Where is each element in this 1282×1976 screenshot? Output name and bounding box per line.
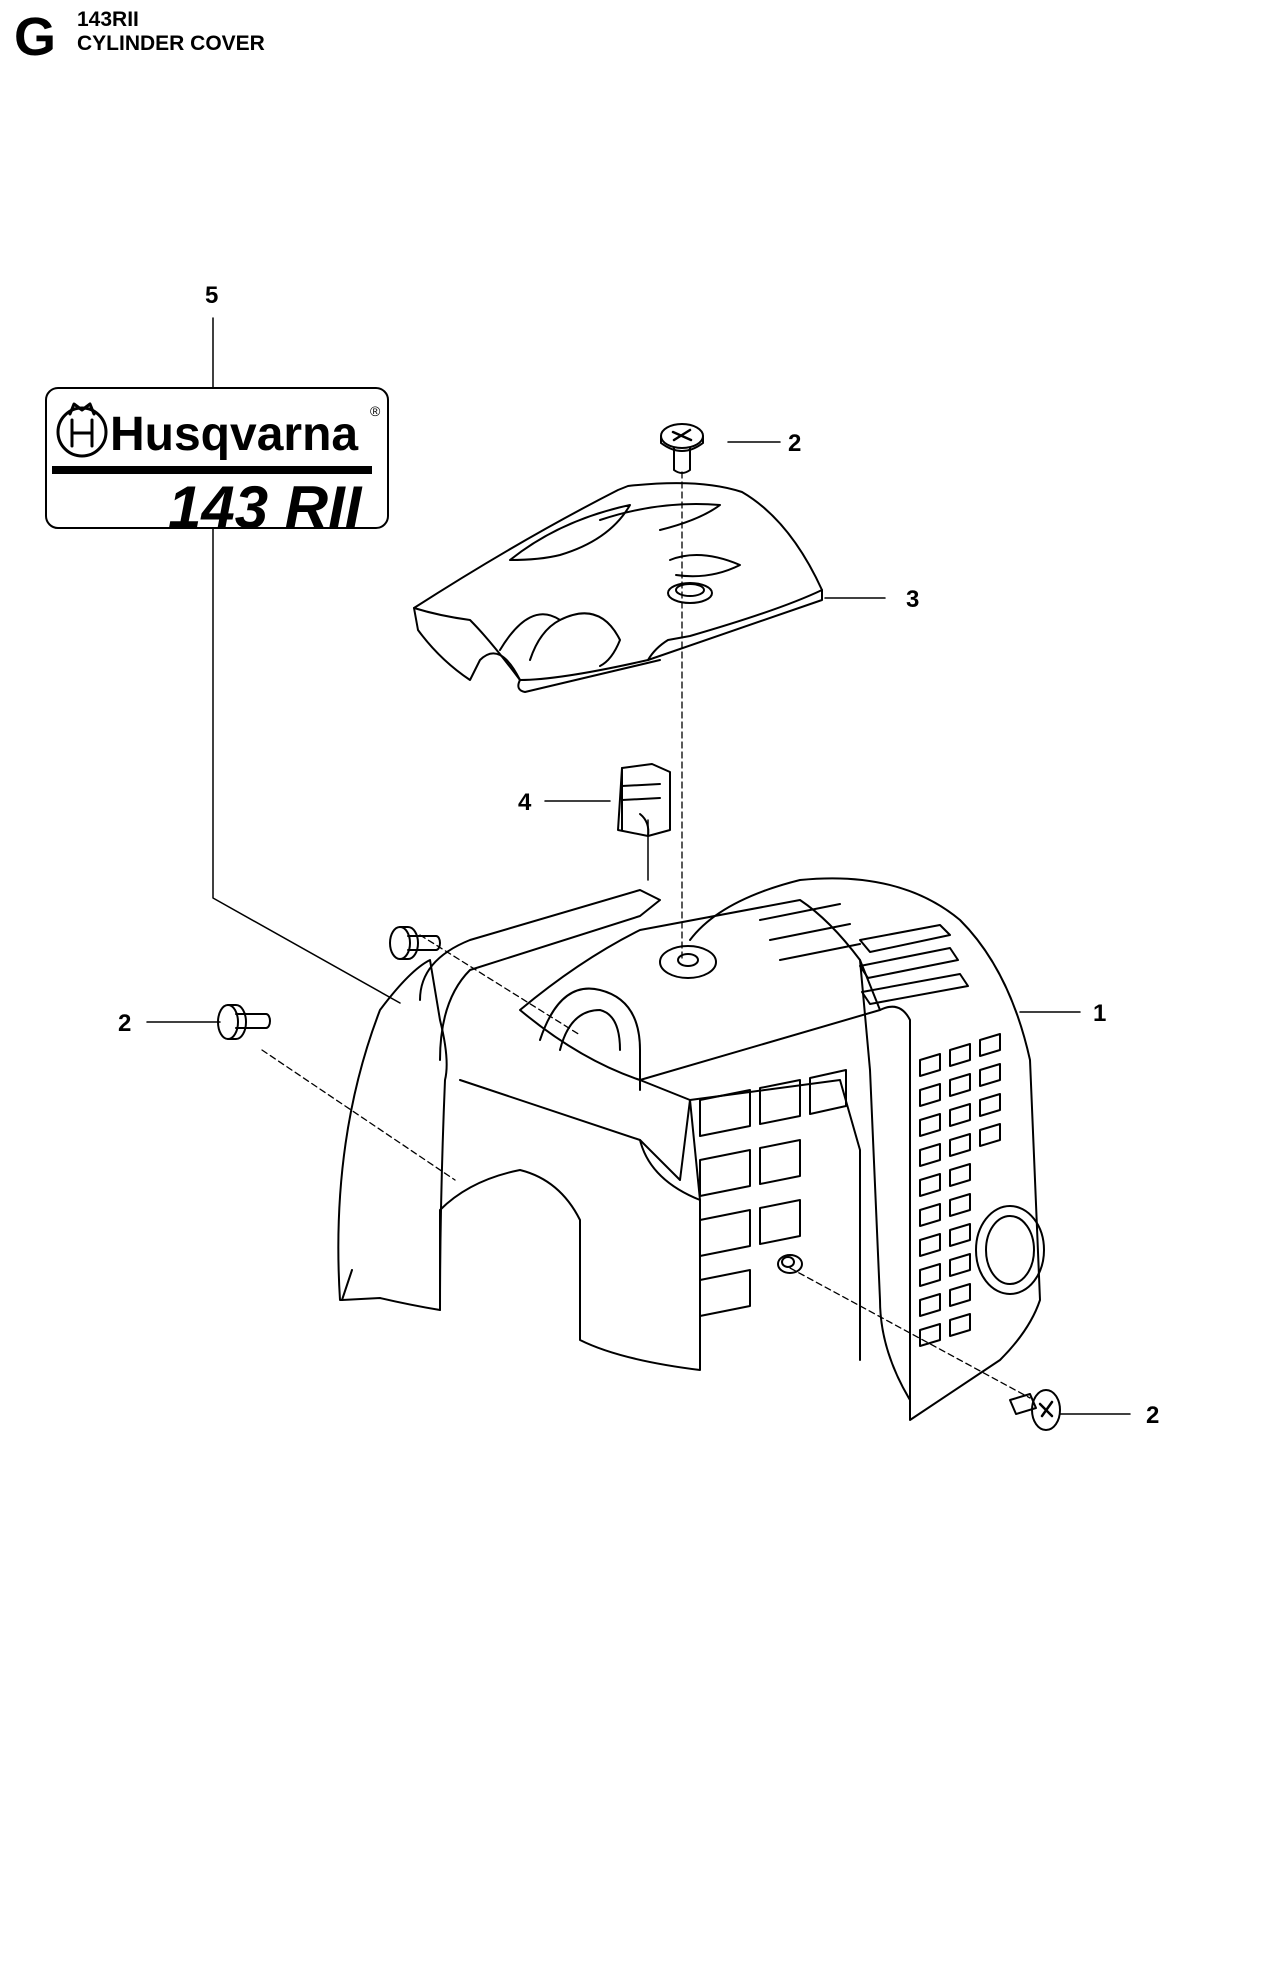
- callout-2-right: 2: [1146, 1402, 1159, 1429]
- callout-3: 3: [906, 586, 919, 613]
- callout-1: 1: [1093, 1000, 1106, 1027]
- decal-brand-text: Husqvarna: [110, 408, 358, 461]
- cylinder-cover-part-1: [337, 877, 1045, 1421]
- callout-2-left: 2: [118, 1010, 131, 1037]
- model-name: 143RII: [77, 8, 139, 31]
- decal-part-5: [45, 387, 389, 529]
- decal-model-text: 143 RII: [168, 474, 363, 541]
- top-cover-part-3: [413, 482, 823, 693]
- pad-part-4: [617, 763, 671, 837]
- decal-registered-mark: ®: [370, 403, 381, 419]
- husqvarna-crown-h-icon: [56, 402, 108, 458]
- screw-left-lower-part-2: [217, 1004, 271, 1040]
- leader-lines: [146, 317, 1131, 1415]
- callout-2-top: 2: [788, 430, 801, 457]
- callout-4: 4: [518, 789, 532, 816]
- screw-top-part-2: [660, 423, 704, 474]
- callout-5: 5: [205, 282, 218, 309]
- page-header: 143RII CYLINDER COVER: [77, 8, 265, 56]
- screw-left-upper-part-2: [389, 926, 441, 960]
- section-letter: G: [14, 7, 57, 67]
- screw-right-part-2: [1009, 1389, 1061, 1431]
- page-title: CYLINDER COVER: [77, 32, 265, 56]
